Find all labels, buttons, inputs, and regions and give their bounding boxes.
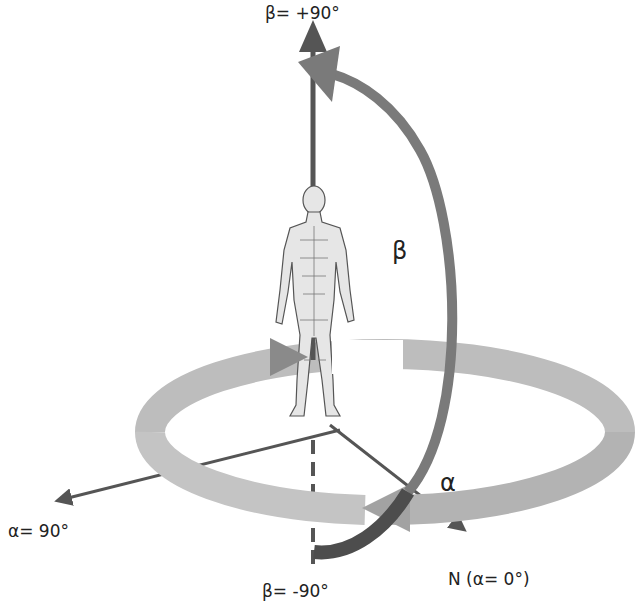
axis-label: α= 90° (8, 522, 69, 541)
beta-head (298, 46, 340, 102)
alpha-head-back (270, 338, 308, 376)
angle-symbol: β (392, 238, 407, 264)
beta-arc-lower (314, 492, 408, 552)
ring-gap (332, 340, 402, 374)
axis-label: β= -90° (262, 582, 329, 601)
axis-label: N (α= 0°) (448, 570, 530, 589)
angle-symbol: α (440, 470, 456, 496)
alpha-ring-front-left (150, 432, 365, 510)
human-figure (276, 186, 354, 416)
beta-arc (332, 74, 452, 492)
axis-head (299, 20, 327, 52)
axis-label: β= +90° (265, 4, 340, 23)
